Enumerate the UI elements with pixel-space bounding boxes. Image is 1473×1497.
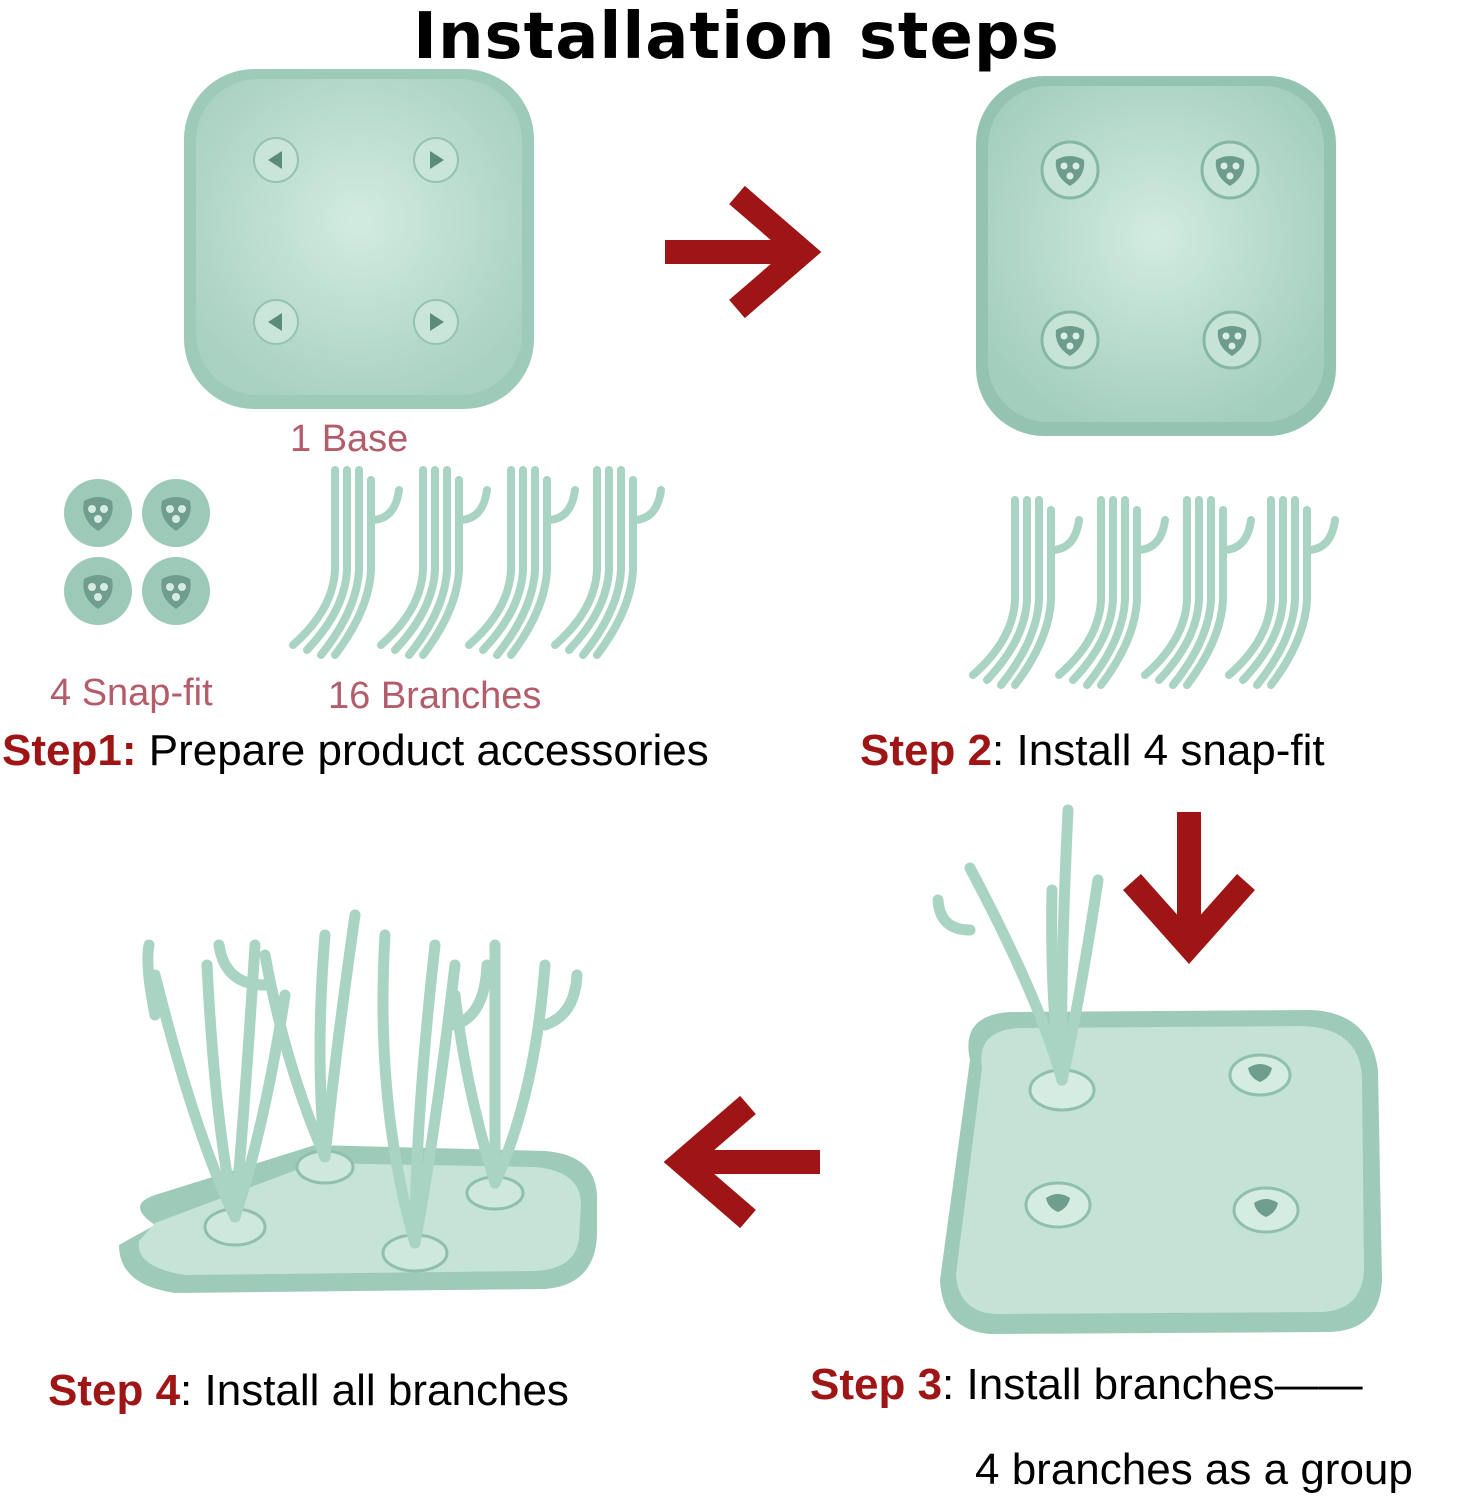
- branches-illustration-step2: [965, 490, 1355, 700]
- step2-caption: Step 2: Install 4 snap-fit: [860, 726, 1325, 776]
- step3-note: 4 branches as a group: [975, 1445, 1413, 1494]
- branches-illustration: [289, 466, 675, 659]
- step3-text: Install branches——: [966, 1360, 1363, 1409]
- arrow-right-icon: [665, 185, 822, 319]
- step1-prefix: Step1: [2, 726, 122, 775]
- step1-caption: Step1: Prepare product accessories: [2, 726, 709, 776]
- step4-illustration: [119, 909, 597, 1293]
- page-title: Installation steps: [413, 0, 1060, 74]
- step2-text: Install 4 snap-fit: [1016, 726, 1325, 775]
- step4-prefix: Step 4: [48, 1366, 181, 1415]
- step3-prefix: Step 3: [810, 1360, 943, 1409]
- step4-caption: Step 4: Install all branches: [48, 1366, 569, 1416]
- snapfit-label: 4 Snap-fit: [50, 672, 213, 714]
- branches-label: 16 Branches: [328, 675, 542, 717]
- step4-sep: :: [180, 1366, 205, 1415]
- step1-sep: :: [121, 726, 149, 775]
- step3-sep: :: [942, 1360, 967, 1409]
- step1-text: Prepare product accessories: [148, 726, 709, 775]
- step3-caption: Step 3: Install branches——: [810, 1360, 1363, 1410]
- arrow-left-icon: [663, 1095, 820, 1229]
- base-with-snapfit-illustration: [976, 76, 1336, 436]
- snapfit-illustration: [64, 479, 210, 625]
- step4-text: Install all branches: [204, 1366, 569, 1415]
- step2-prefix: Step 2: [860, 726, 993, 775]
- step3-illustration: [932, 804, 1382, 1334]
- base-plate-illustration: [184, 69, 534, 409]
- arrow-down-icon: [1123, 812, 1255, 965]
- base-label: 1 Base: [290, 418, 409, 460]
- step2-sep: :: [992, 726, 1017, 775]
